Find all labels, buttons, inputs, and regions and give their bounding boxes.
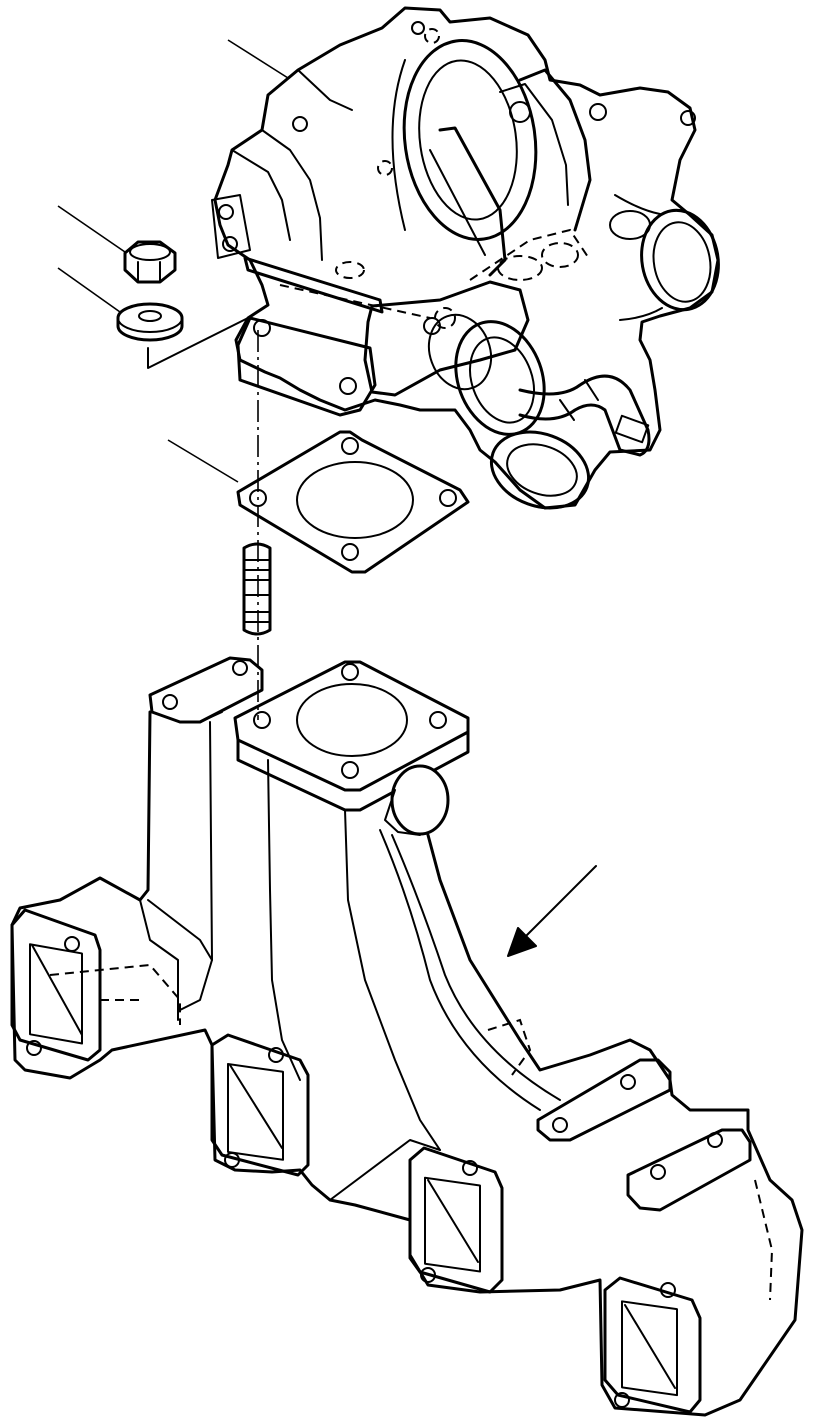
washer — [116, 302, 184, 342]
fastener-group-bracket — [147, 317, 249, 369]
leader-nut — [57, 205, 126, 253]
leader-washer — [57, 267, 121, 313]
turbocharger — [211, 6, 720, 510]
manifold-pointer-arrow — [507, 865, 597, 957]
leader-gasket — [167, 439, 239, 483]
stud — [242, 542, 272, 636]
leader-turbocharger — [227, 39, 289, 79]
nut — [123, 240, 177, 284]
gasket — [236, 430, 470, 574]
exhaust-manifold — [10, 656, 804, 1417]
